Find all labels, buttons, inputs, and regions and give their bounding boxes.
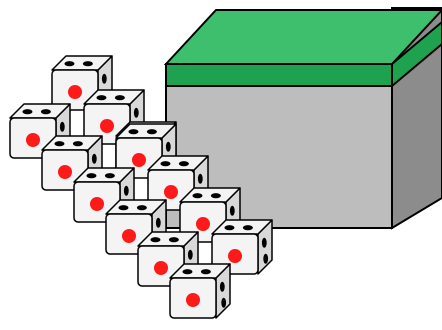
die-top-pip: [64, 61, 75, 67]
die-top-pip: [72, 141, 83, 147]
die-side-pip: [221, 297, 227, 308]
die: [169, 263, 231, 319]
die-red-pip: [58, 165, 72, 179]
die-top-pip: [128, 129, 139, 135]
die-side-pip: [219, 281, 225, 292]
box-lid-top: [163, 9, 442, 65]
die-red-pip: [196, 217, 210, 231]
die-top-pip: [136, 205, 147, 211]
die-red-pip: [90, 197, 104, 211]
die-side-pip: [263, 253, 269, 264]
box-lid-side: [391, 20, 442, 89]
die-red-pip: [100, 119, 114, 133]
die-top-pip: [40, 109, 51, 115]
die-top-pip: [104, 173, 115, 179]
die-top-pip: [178, 161, 189, 167]
die-top-pip: [22, 109, 33, 115]
die-side-pip: [101, 73, 107, 84]
die-top-pip: [146, 129, 157, 135]
die-red-pip: [68, 85, 82, 99]
die-top-pip: [82, 61, 93, 67]
die-red-pip: [186, 293, 200, 307]
die-red-pip: [26, 133, 40, 147]
die-top-pip: [182, 269, 193, 275]
storage-box: [163, 7, 442, 230]
die-side-pip: [187, 249, 193, 260]
die-top-pip: [210, 193, 221, 199]
die-side-pip: [59, 121, 65, 132]
die-top-pip: [118, 205, 129, 211]
die-side-pip: [197, 173, 203, 184]
die-side-pip: [261, 237, 267, 248]
die-side-pip: [155, 217, 161, 228]
die-top-pip: [114, 95, 125, 101]
dice-group: [9, 55, 273, 319]
die-side-pip: [91, 153, 97, 164]
die-top-pip: [192, 193, 203, 199]
die-top-pip: [242, 225, 253, 231]
die-side-pip: [165, 141, 171, 152]
die-red-pip: [122, 229, 136, 243]
die-top-pip: [86, 173, 97, 179]
die-top-pip: [224, 225, 235, 231]
die-top-pip: [200, 269, 211, 275]
die-top-pip: [96, 95, 107, 101]
die-top-pip: [168, 237, 179, 243]
die-top-pip: [160, 161, 171, 167]
die-side-pip: [133, 107, 139, 118]
die-top-pip: [54, 141, 65, 147]
die-red-pip: [132, 153, 146, 167]
die-side-pip: [229, 205, 235, 216]
die-side-pip: [123, 185, 129, 196]
die-red-pip: [228, 249, 242, 263]
die-red-pip: [164, 185, 178, 199]
die-top-pip: [150, 237, 161, 243]
die-red-pip: [154, 261, 168, 275]
box-lid-band: [165, 63, 393, 87]
